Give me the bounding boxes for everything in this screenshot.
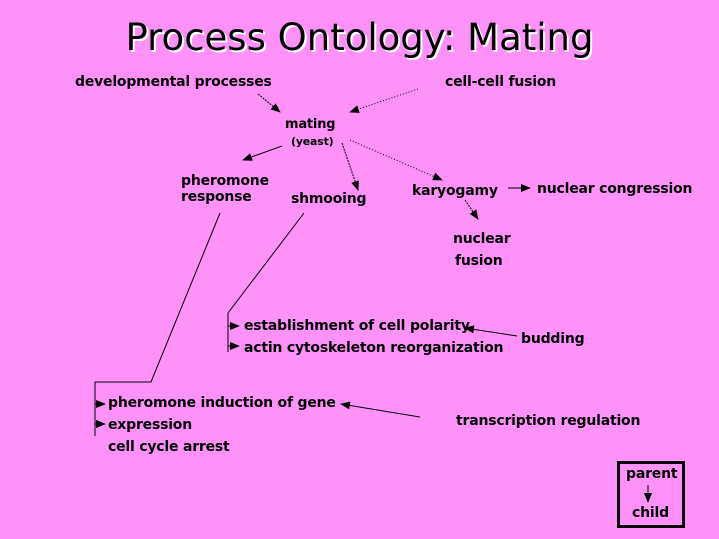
node-pheromone-response-line2: response <box>181 189 252 205</box>
edge-pheromone-to-induction <box>94 212 221 436</box>
page-title: Process Ontology: Mating <box>125 16 594 59</box>
edge-budding-to-polarity <box>464 325 518 337</box>
node-nuclear-fusion-line1: nuclear <box>453 231 511 247</box>
node-mating: mating <box>285 117 336 132</box>
edge-mating-to-karyogamy <box>349 139 443 181</box>
edge-karyogamy-to-fusion <box>464 199 479 220</box>
node-developmental-processes: developmental processes <box>75 74 272 90</box>
legend-child-label: child <box>632 505 669 521</box>
edge-mating-to-shmooing <box>341 142 359 191</box>
legend-parent-label: parent <box>626 466 678 482</box>
node-cell-cell-fusion: cell-cell fusion <box>445 74 557 90</box>
node-pheromone-response-line1: pheromone <box>181 173 269 189</box>
node-budding: budding <box>521 331 585 347</box>
edge-developmental-to-mating <box>257 93 281 113</box>
node-shmooing: shmooing <box>291 191 367 207</box>
node-actin-cytoskeleton-reorganization: actin cytoskeleton reorganization <box>244 340 504 356</box>
node-transcription-regulation: transcription regulation <box>456 413 641 429</box>
edge-mating-to-pheromone <box>242 145 283 161</box>
edge-shmooing-to-polarity <box>227 212 305 352</box>
node-mating-qualifier: (yeast) <box>291 135 334 148</box>
node-cell-cycle-arrest: cell cycle arrest <box>108 439 230 455</box>
node-nuclear-congression: nuclear congression <box>537 181 693 197</box>
node-pheromone-induction-line2: expression <box>108 417 192 433</box>
node-karyogamy: karyogamy <box>412 183 498 199</box>
node-nuclear-fusion-line2: fusion <box>455 253 503 269</box>
node-pheromone-induction-line1: pheromone induction of gene <box>108 395 336 411</box>
edge-fusion-to-mating <box>349 88 419 113</box>
node-establishment-of-cell-polarity: establishment of cell polarity <box>244 318 470 334</box>
legend-box: parent child <box>617 461 685 528</box>
edge-transcription-to-induction <box>340 401 421 418</box>
